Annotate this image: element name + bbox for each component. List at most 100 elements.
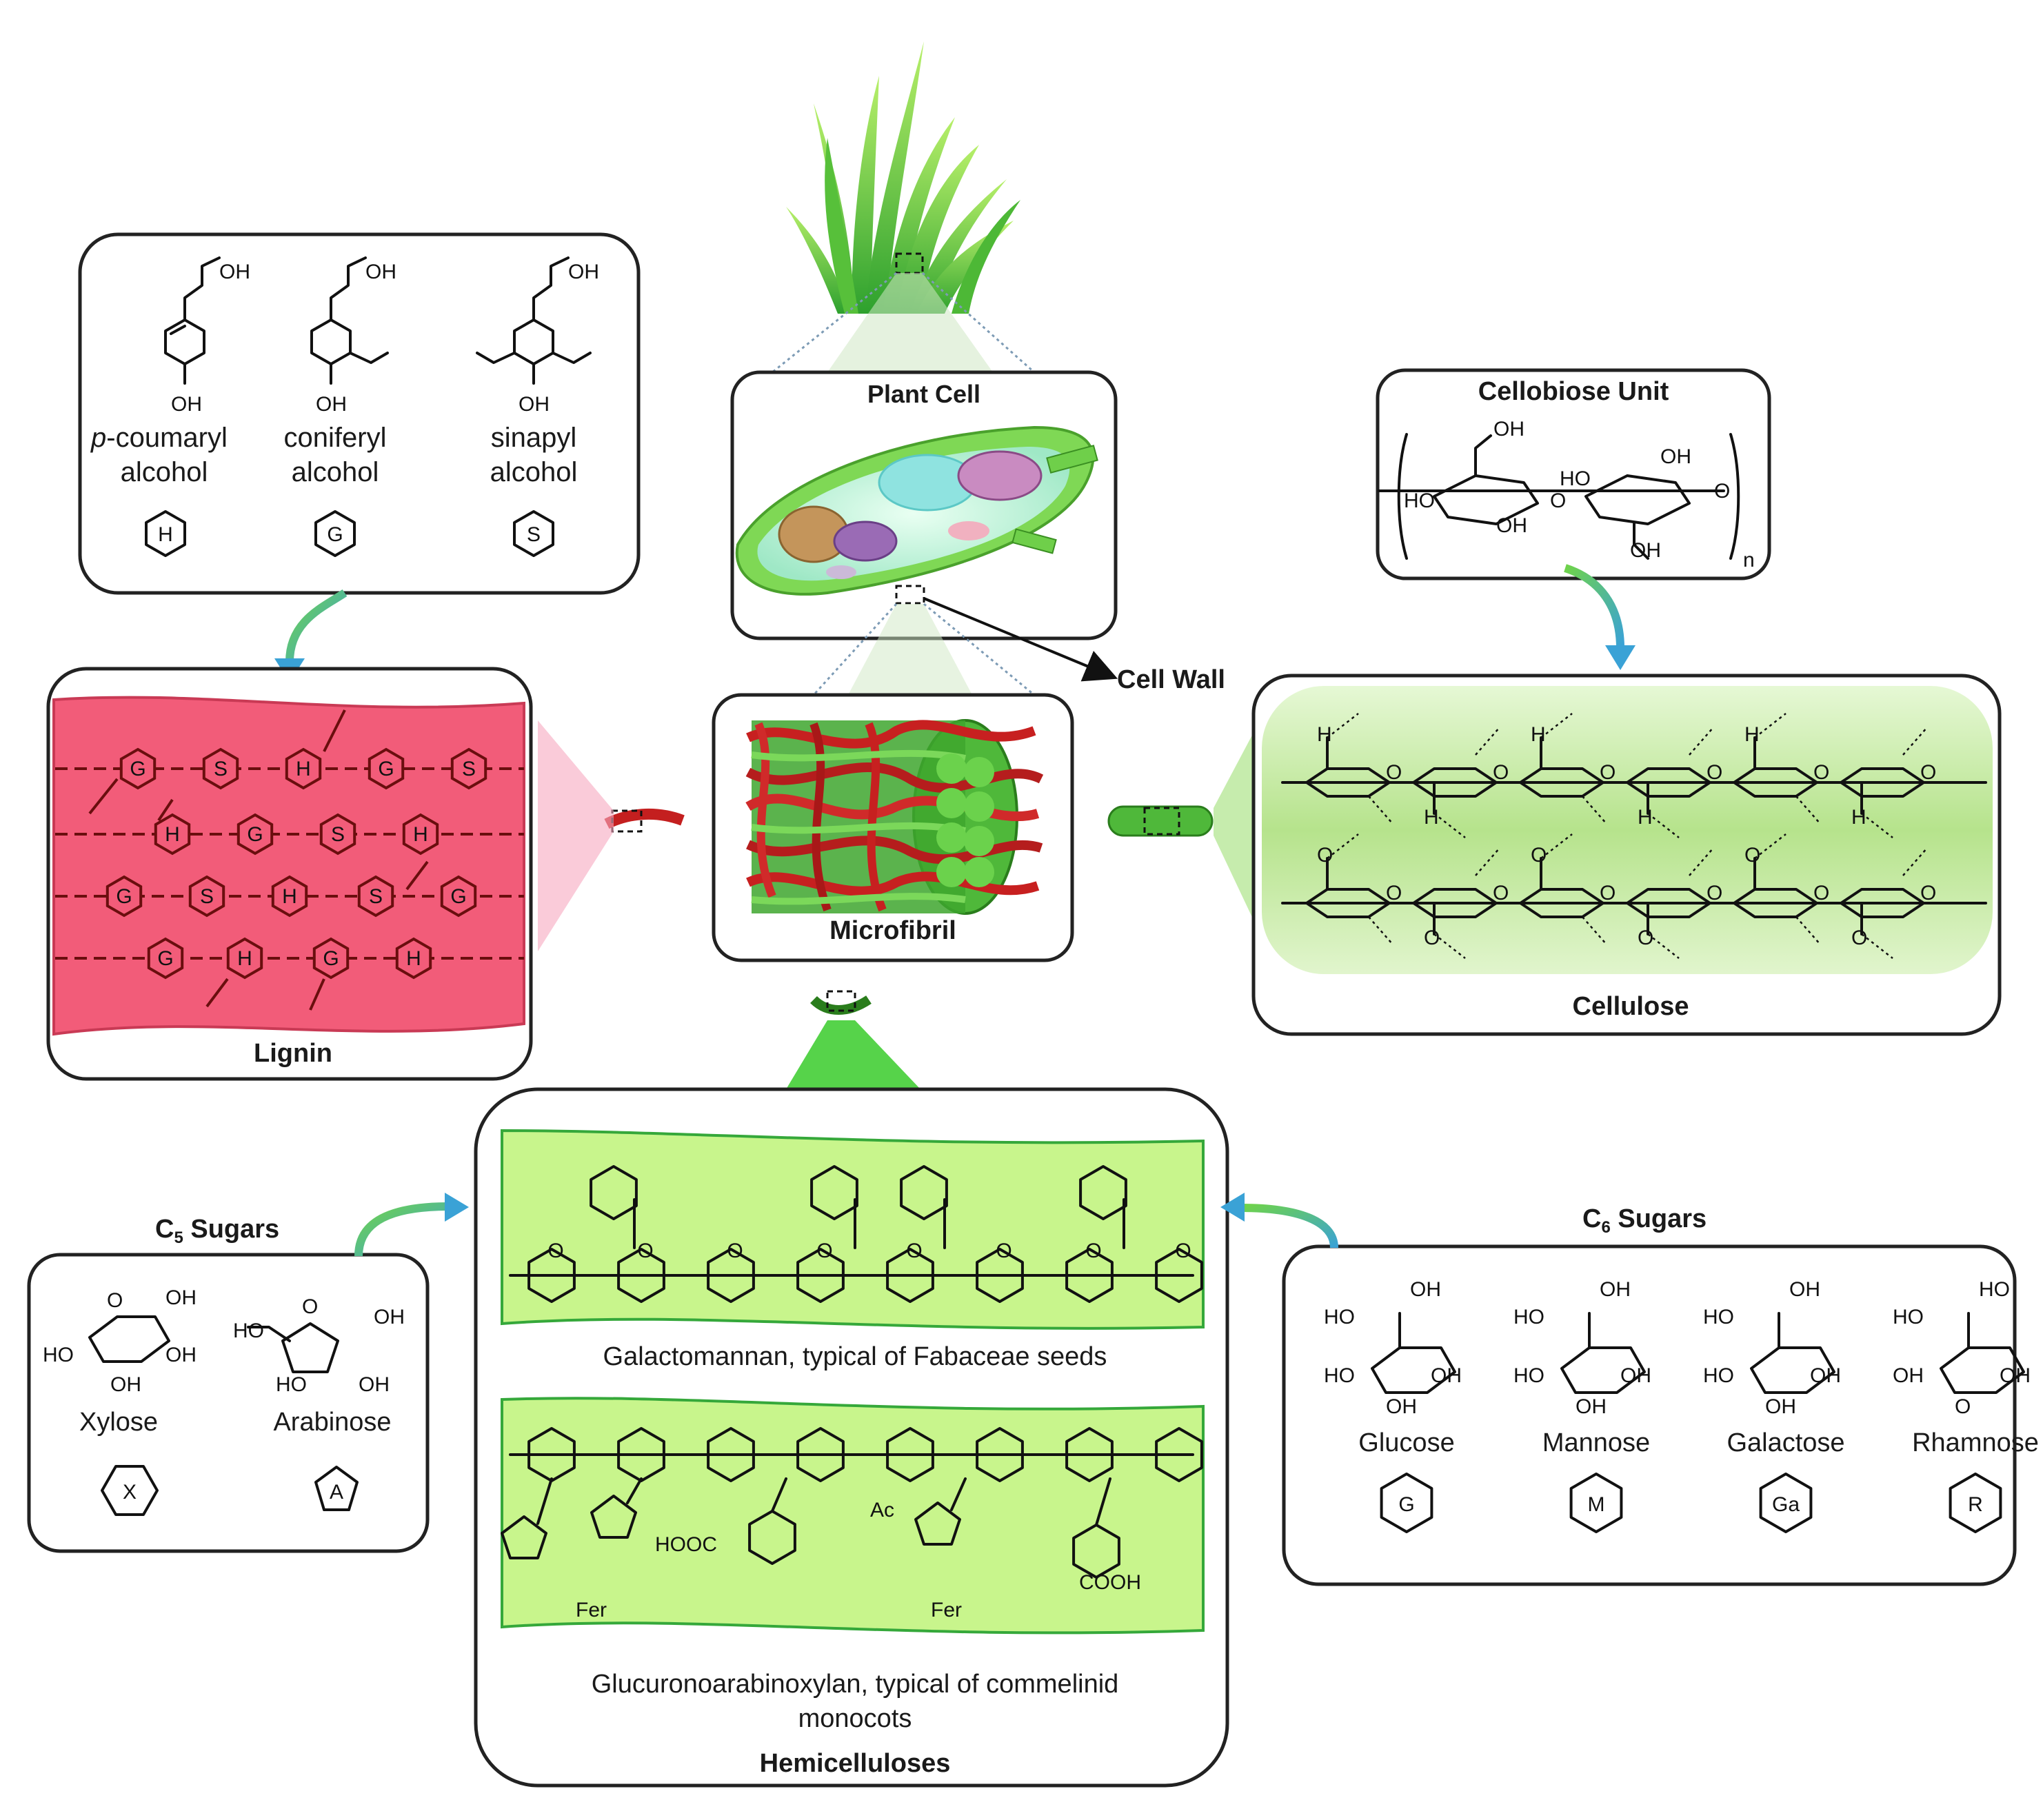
svg-text:H: H [158,523,173,546]
xylose-unit [976,1427,1024,1482]
svg-text:sinapyl: sinapyl [491,423,577,453]
arrow-to-cellulose [1564,564,1624,649]
lignin-fiber-icon [604,809,685,829]
svg-text:OH: OH [1600,1278,1631,1301]
lignin-unit: G [105,875,143,918]
arrow-c5-to-hemicellulose [354,1202,449,1257]
svg-text:HO: HO [1324,1364,1355,1387]
arabinose-branch [590,1477,643,1539]
svg-text:HO: HO [1703,1306,1734,1328]
svg-text:OH: OH [359,1373,390,1396]
glucose-ring: OO [1733,833,1829,945]
svg-text:Xylose: Xylose [79,1408,158,1437]
svg-text:H: H [1531,723,1546,746]
svg-text:Arabinose: Arabinose [273,1408,391,1437]
svg-text:OH: OH [165,1286,197,1309]
cooh-label: COOH [1079,1571,1141,1594]
cellobiose-title: Cellobiose Unit [1478,377,1669,406]
s-unit-icon [513,510,554,557]
svg-text:G: G [378,758,394,780]
xylose-unit [796,1427,845,1482]
hooc-label: HOOC [655,1533,717,1556]
lignin-unit: S [202,747,239,790]
glucose-ring: HO [1412,727,1509,838]
svg-text:OH: OH [1893,1364,1924,1387]
svg-text:H: H [237,947,252,970]
glucose-ring: OO [1626,847,1722,959]
galactose-symbol-icon [1759,1473,1813,1533]
plant-cell-title: Plant Cell [867,380,980,408]
svg-text:HO: HO [1979,1278,2010,1301]
mannose-unit: O [796,1240,845,1303]
galactose-branch [900,1165,948,1249]
glucose-ring: HO [1626,727,1722,838]
glucose-symbol-icon [1380,1473,1433,1533]
svg-text:O: O [1600,761,1616,784]
svg-text:OH: OH [519,393,550,416]
svg-text:OH: OH [316,393,347,416]
svg-text:alcohol: alcohol [490,457,578,487]
svg-text:G: G [323,947,339,970]
fer-label-2: Fer [931,1599,962,1621]
cell-wall-zoom-marker [895,585,925,605]
svg-text:OH: OH [219,261,250,283]
svg-text:n: n [1743,549,1755,572]
xylose-unit [886,1427,934,1482]
svg-text:O: O [1920,882,1936,904]
cellobiose-structure: OH HO OH HO OH O O OH n [1378,418,1755,572]
galactose-branch [590,1165,638,1249]
gax-caption-line2: monocots [798,1704,912,1733]
svg-text:H: H [1317,723,1332,746]
lignin-unit: H [226,937,263,980]
svg-text:OH: OH [1431,1364,1462,1387]
arrow-to-lignin [285,589,348,663]
g-unit-icon [314,510,356,557]
cellulose-fiber-icon [1107,805,1214,837]
svg-text:O: O [1744,844,1760,867]
lignin-unit: G [236,813,274,856]
svg-text:H: H [406,947,421,970]
lignin-sheet [52,696,525,1036]
xylose-structure: O OH HO OH OH Xylose X [43,1286,197,1516]
svg-text:O: O [1386,882,1402,904]
svg-text:O: O [1493,761,1509,784]
svg-text:G: G [1398,1493,1414,1516]
svg-text:G: G [247,823,263,846]
svg-text:HO: HO [276,1373,307,1396]
svg-text:OH: OH [1493,418,1524,441]
svg-text:OH: OH [1789,1278,1820,1301]
svg-text:OH: OH [2000,1364,2031,1387]
glucose-ring: HO [1840,727,1936,838]
svg-text:OH: OH [110,1373,141,1396]
svg-text:O: O [1550,489,1566,512]
xylose-unit [707,1427,755,1482]
arabinose-structure: HO O OH HO OH Arabinose A [233,1295,405,1511]
svg-text:G: G [157,947,173,970]
fer-label-1: Fer [576,1599,607,1621]
glucose-ring: HO [1733,713,1829,825]
h-unit-icon [145,510,186,557]
cell-wall-label: Cell Wall [1117,665,1225,694]
svg-text:HO: HO [1560,467,1591,490]
svg-text:H: H [165,823,180,846]
svg-text:O: O [1386,761,1402,784]
mannose-unit: O [527,1240,576,1303]
svg-text:O: O [302,1295,318,1318]
svg-text:OH: OH [1496,514,1527,537]
c5-sugars-title: C5 Sugars [155,1215,279,1247]
svg-text:H: H [1424,806,1439,829]
svg-text:Galactose: Galactose [1727,1428,1844,1457]
cellulose-title: Cellulose [1573,992,1689,1021]
svg-text:S: S [527,523,541,546]
lignin-unit: H [402,813,439,856]
xylose-unit [1155,1427,1203,1482]
svg-text:H: H [1851,806,1866,829]
grass-illustration [786,41,1020,314]
svg-text:O: O [1493,882,1509,904]
